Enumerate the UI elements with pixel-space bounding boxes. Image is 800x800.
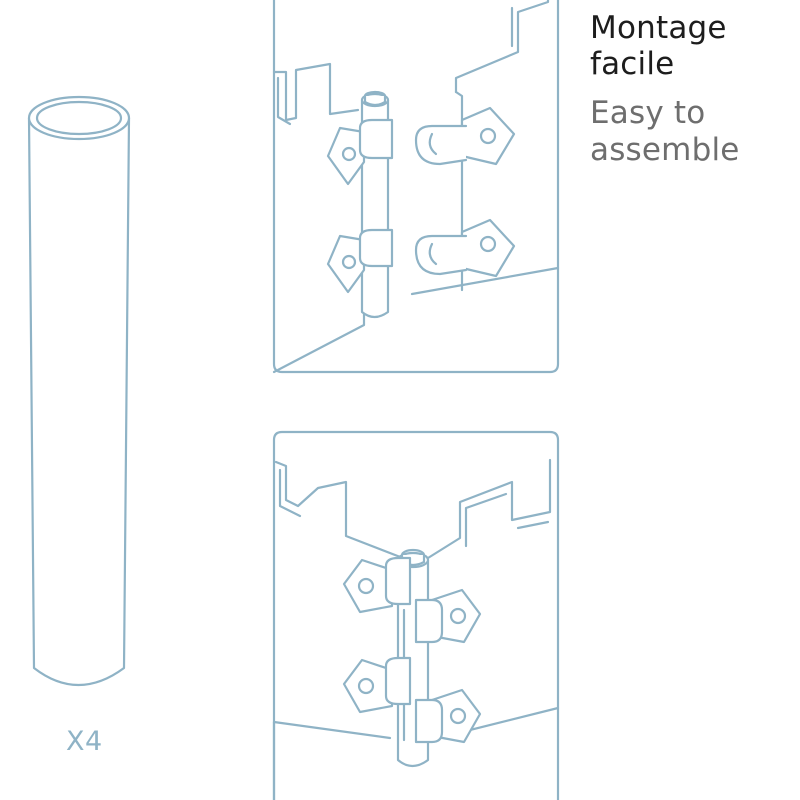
panel-hinges-apart [272,0,560,374]
heading-english: Easy to assemble [590,95,740,168]
heading-french: Montage facile [590,10,727,82]
panel-hinges-joined [272,430,560,800]
tube-quantity-label: X4 [66,726,103,757]
tube-illustration [27,95,131,686]
